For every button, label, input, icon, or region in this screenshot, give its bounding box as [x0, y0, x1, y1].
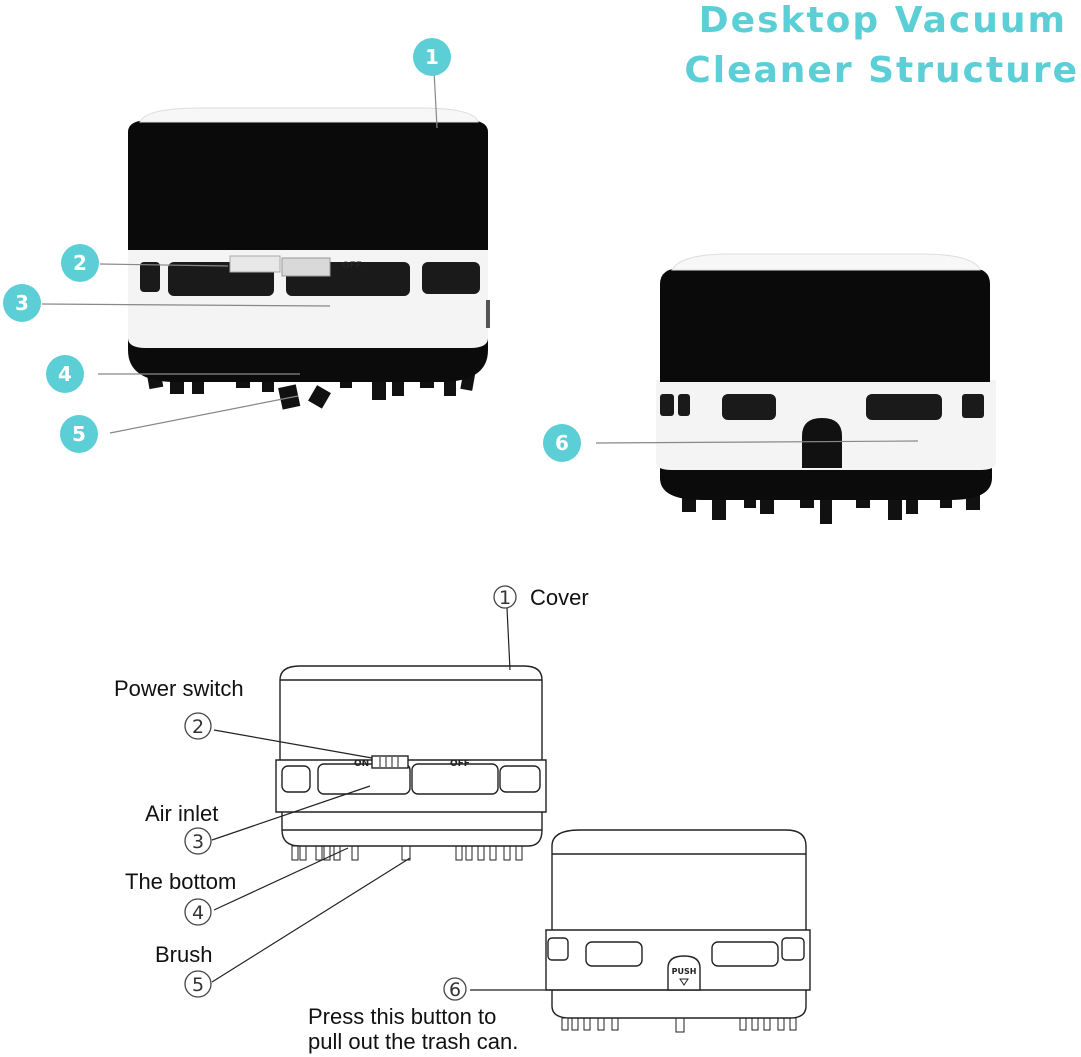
photo-badge-4: 4	[46, 355, 84, 393]
drawing-num-2: 2	[192, 716, 204, 738]
vacuum-drawing-front	[275, 665, 547, 861]
photo-switch-off-text: OFF	[342, 261, 362, 271]
drawing-num-circle-1	[493, 585, 517, 609]
photo-badge-1-text: 1	[425, 45, 439, 69]
push-button-text: PUSH	[672, 967, 697, 976]
drawing-num-circle-6	[443, 977, 467, 1001]
drawing-num-circle-3	[184, 827, 212, 855]
label-push-line-2: pull out the trash can.	[308, 1029, 518, 1054]
label-cover: Cover	[530, 585, 589, 610]
label-brush: Brush	[155, 942, 212, 967]
drawing-num-circle-4	[184, 898, 212, 926]
drawing-num-1: 1	[499, 587, 511, 609]
label-the-bottom: The bottom	[125, 869, 236, 894]
photo-badge-2: 2	[61, 244, 99, 282]
drawing-num-5: 5	[192, 974, 204, 996]
photo-badge-5-text: 5	[72, 422, 86, 446]
photo-badge-3-text: 3	[15, 291, 29, 315]
photo-badge-6: 6	[543, 424, 581, 462]
drawing-switch-off-text: OFF	[450, 759, 470, 769]
vacuum-photo-back	[656, 253, 996, 524]
label-air-inlet: Air inlet	[145, 801, 218, 826]
drawing-num-3: 3	[192, 831, 204, 853]
drawing-num-circle-5	[184, 970, 212, 998]
label-power-switch: Power switch	[114, 676, 244, 701]
photo-badge-2-text: 2	[73, 251, 87, 275]
photo-badge-1: 1	[413, 38, 451, 76]
title-line-1: Desktop Vacuum	[698, 0, 1067, 41]
drawing-num-circle-2	[184, 712, 212, 740]
vacuum-drawing-back	[545, 829, 811, 1033]
drawing-num-6: 6	[449, 979, 461, 1001]
title-line-2: Cleaner Structure	[684, 50, 1079, 91]
photo-badge-5: 5	[60, 415, 98, 453]
label-push-line-1: Press this button to	[308, 1004, 496, 1029]
photo-badge-6-text: 6	[555, 431, 569, 455]
vacuum-photo-front: OFF	[128, 107, 490, 410]
drawing-switch-on-text: ON	[354, 759, 369, 769]
drawing-num-4: 4	[192, 902, 204, 924]
photo-badge-4-text: 4	[58, 362, 72, 386]
photo-badge-3: 3	[3, 284, 41, 322]
